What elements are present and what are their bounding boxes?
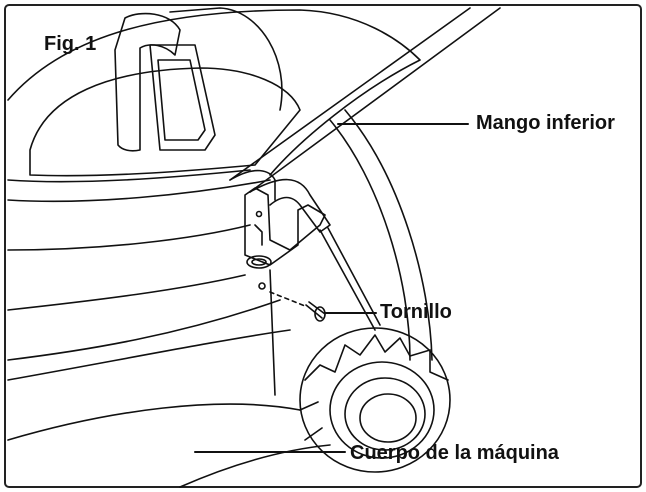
deck-top (7, 224, 251, 251)
bracket-slot-inner (157, 59, 206, 141)
callout-machine-body: Cuerpo de la máquina (350, 442, 559, 464)
screw-hole (258, 282, 266, 290)
callout-lower-handle: Mango inferior (476, 112, 615, 134)
screw-dash (269, 291, 306, 307)
rod-2 (327, 227, 381, 326)
handle-bracket (114, 12, 181, 152)
catcher-front (7, 179, 271, 203)
catcher-outline (7, 9, 421, 176)
catcher-inner (29, 67, 301, 177)
catcher-band (7, 169, 251, 183)
mount-slot (254, 224, 263, 246)
bracket-slot (149, 44, 216, 151)
mount-collar-inner (251, 258, 267, 266)
wheel-treads (299, 334, 449, 441)
wheel-rim (329, 361, 435, 459)
bracket-arm (169, 7, 283, 111)
rod (319, 229, 376, 331)
deck-bottom (7, 403, 301, 441)
handle-tube-upper (229, 7, 471, 181)
deck-vertical (269, 269, 276, 396)
wheel-arch (329, 119, 411, 361)
callout-screw: Tornillo (380, 301, 452, 323)
mount-collar (246, 255, 272, 269)
deck-mid (7, 274, 246, 311)
handle-bend (249, 178, 331, 233)
handle-bend-2 (229, 169, 276, 201)
wheel-hub (359, 393, 417, 443)
deck-lower (7, 299, 281, 361)
wheel-arch-outer (344, 109, 433, 361)
frame-border (4, 4, 642, 488)
figure-number: Fig. 1 (44, 33, 97, 55)
deck-base (179, 444, 331, 488)
deck-edge (7, 329, 291, 381)
wheel-rim-2 (344, 377, 426, 451)
wheel-outer (299, 327, 451, 473)
mount-hole (255, 210, 263, 218)
handle-tube-lower (249, 7, 501, 193)
